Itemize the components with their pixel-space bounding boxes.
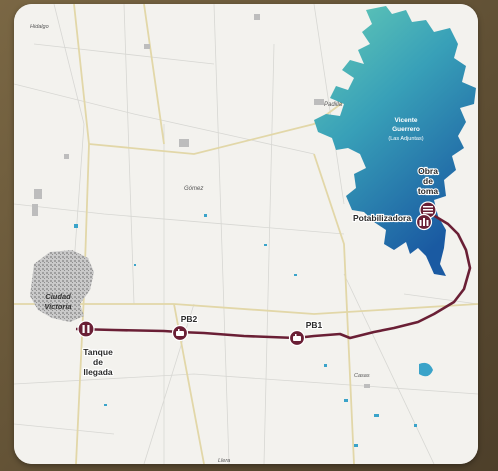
- reservoir-label: Vicente Guerrero (Las Adjuntas): [388, 117, 423, 142]
- place-hidalgo: Hidalgo: [30, 24, 49, 30]
- tank-label-line-2: de: [93, 357, 103, 367]
- tank-label-line-3: llegada: [83, 367, 113, 377]
- city-label: Ciudad Victoria: [44, 292, 71, 311]
- place-llera: Llera: [218, 458, 230, 464]
- place-gomez: Gómez: [184, 186, 203, 192]
- city-name-line-2: Victoria: [44, 302, 71, 311]
- facility-labels: Obra de toma Potabilizadora PB2 PB1 Tanq…: [82, 165, 439, 378]
- reservoir-name-line-1: Vicente: [394, 117, 417, 124]
- pump-station-icon: [288, 329, 306, 347]
- map-card: Hidalgo Padilla Gómez Casas Llera Ciudad…: [14, 4, 478, 464]
- reservoir-name-line-3: (Las Adjuntas): [388, 136, 423, 142]
- pump-station-icon: [171, 324, 189, 342]
- small-water-bodies: [74, 214, 433, 447]
- pb1-label: PB1: [306, 320, 323, 330]
- pipeline-route: [75, 210, 472, 340]
- place-padilla: Padilla: [324, 102, 343, 108]
- intake-label-line-1: Obra: [418, 166, 438, 176]
- place-labels: Hidalgo Padilla Gómez Casas Llera: [30, 24, 370, 464]
- tank-label-line-1: Tanque: [83, 347, 113, 357]
- settlements: [32, 14, 370, 388]
- storage-tank-icon: [77, 320, 95, 338]
- place-casas: Casas: [354, 373, 370, 379]
- intake-label-line-2: de: [423, 176, 433, 186]
- pb2-label: PB2: [181, 314, 198, 324]
- treatment-plant-label: Potabilizadora: [353, 213, 411, 223]
- minor-roads: [14, 4, 478, 464]
- aqueduct-map: Hidalgo Padilla Gómez Casas Llera Ciudad…: [14, 4, 478, 464]
- city-name-line-1: Ciudad: [45, 292, 71, 301]
- intake-label-line-3: toma: [418, 186, 439, 196]
- urban-area: [30, 250, 94, 322]
- reservoir-name-line-2: Guerrero: [392, 126, 420, 133]
- treatment-plant-icon: [415, 213, 433, 231]
